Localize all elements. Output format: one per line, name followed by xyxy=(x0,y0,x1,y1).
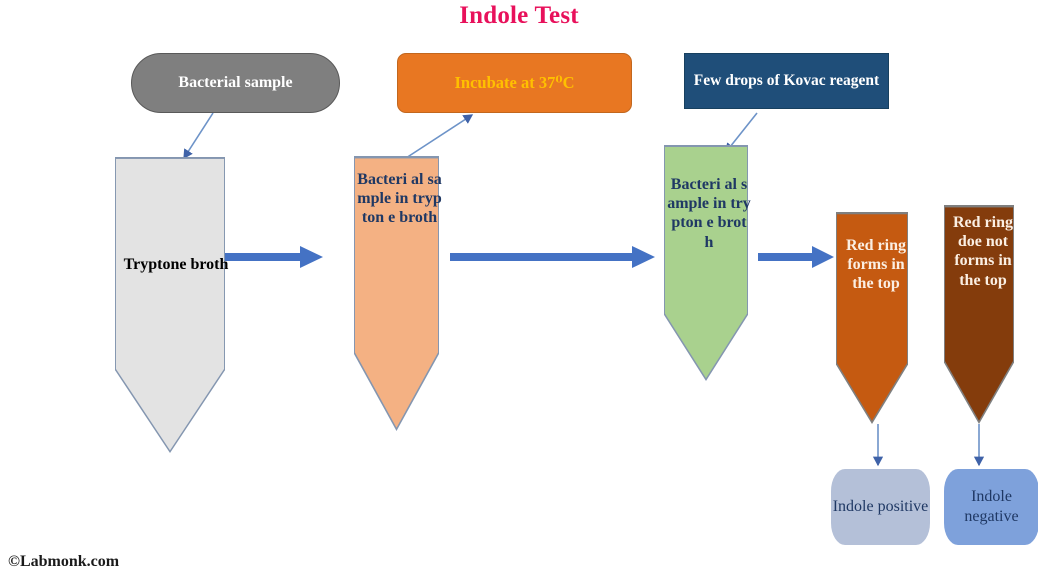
tube-label-bacterial-sample-broth: Bacteri al sample in trypton e broth xyxy=(357,171,442,227)
tube-bacterial-sample-in-tryptone-broth[interactable]: Bacteri al sample in trypton e broth xyxy=(354,156,442,431)
kovac-reagent-label: Few drops of Kovac reagent xyxy=(693,71,880,89)
flow-arrow-1 xyxy=(225,246,323,268)
copyright-footer: ©Labmonk.com xyxy=(8,553,120,570)
result-indole-positive[interactable]: Indole positive xyxy=(831,469,930,545)
tube-label-bacterial-sample-incubated: Bacteri al sample in trypton e broth xyxy=(667,176,751,251)
kovac-reagent-box[interactable]: Few drops of Kovac reagent xyxy=(684,53,889,109)
tube-red-ring-not-forms[interactable]: Red ring doe not forms in the top xyxy=(944,205,1014,424)
tube-label-red-ring-not-forms: Red ring doe not forms in the top xyxy=(953,214,1013,289)
tube-fill xyxy=(115,158,225,451)
tube-red-ring-forms[interactable]: Red ring forms in the top xyxy=(836,212,908,424)
tube-label-red-ring-forms: Red ring forms in the top xyxy=(846,237,906,293)
flow-arrow-3 xyxy=(758,246,834,268)
result-positive-label: Indole positive xyxy=(832,498,929,516)
bacterial-sample-label: Bacterial sample xyxy=(178,73,293,91)
tube-tryptone-broth[interactable]: Tryptone broth xyxy=(115,157,228,453)
page-title: Indole Test xyxy=(459,2,579,29)
bacterial-sample-pill[interactable]: Bacterial sample xyxy=(131,53,340,113)
incubate-label: Incubate at 37⁰C xyxy=(454,73,575,93)
connector-arrow-tube-to-incubate xyxy=(405,114,474,159)
incubate-box[interactable]: Incubate at 37⁰C xyxy=(397,53,632,113)
tube-label-tryptone-broth: Tryptone broth xyxy=(123,256,229,273)
result-indole-negative[interactable]: Indole negative xyxy=(944,469,1038,545)
tube-bacterial-sample-incubated[interactable]: Bacteri al sample in trypton e broth xyxy=(664,145,751,381)
result-negative-label: Indole negative xyxy=(964,488,1019,525)
flow-arrow-2 xyxy=(450,246,655,268)
connector-arrow-sample-to-tube xyxy=(183,112,214,160)
